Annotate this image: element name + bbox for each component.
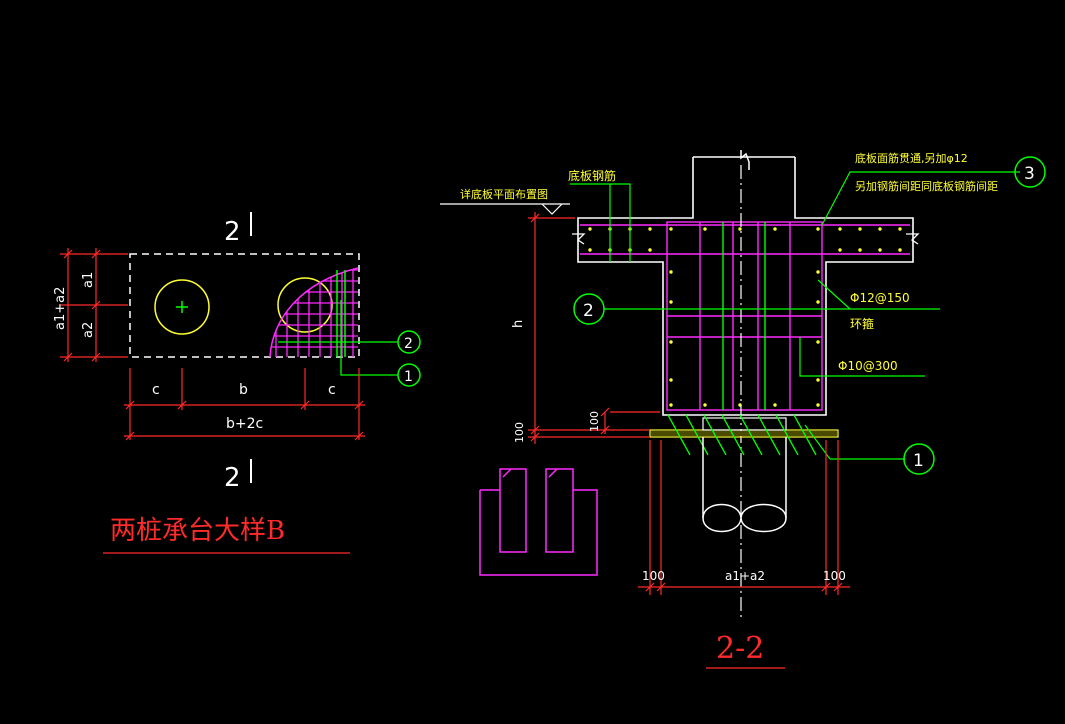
ring-leader bbox=[817, 279, 851, 310]
section-callout-circle-3 bbox=[1014, 156, 1046, 188]
section-callout-circle-1 bbox=[903, 443, 935, 475]
plan-horizontal-dims bbox=[124, 368, 365, 441]
dim-h: h bbox=[511, 320, 526, 328]
break-curve bbox=[269, 267, 359, 358]
callout-circle-1 bbox=[397, 363, 421, 387]
note-line-1: 底板面筋贯通,另加φ12 bbox=[855, 151, 968, 165]
dim-100-a: 100 bbox=[588, 411, 601, 432]
callout-circle-2 bbox=[397, 330, 421, 354]
pile-anchor-bars bbox=[667, 414, 817, 456]
dim-b-plus-2c: b+2c bbox=[226, 416, 263, 432]
leader-1 bbox=[340, 300, 398, 376]
dim-a1: a1 bbox=[81, 272, 96, 288]
section-mark-bottom: 2 bbox=[224, 463, 241, 493]
dim-a2: a2 bbox=[81, 322, 96, 338]
section-bottom-dims bbox=[638, 440, 850, 595]
dim-bottom-right-100: 100 bbox=[823, 569, 846, 583]
section-2-2: 详底板平面布置图 底板钢筋 底板面筋贯通,另加φ12 另加钢筋间距同底板钢筋间距… bbox=[440, 150, 1046, 669]
cap-outline bbox=[129, 253, 360, 358]
section-height-dim bbox=[528, 212, 660, 444]
section-mark-top: 2 bbox=[224, 217, 241, 247]
plan-vertical-dims bbox=[60, 248, 128, 362]
leader-3 bbox=[821, 171, 1020, 226]
pile-section bbox=[702, 437, 787, 533]
pile-left bbox=[154, 279, 210, 335]
stirrup-leader bbox=[799, 337, 925, 377]
ref-level-text: 详底板平面布置图 bbox=[460, 187, 548, 201]
callout-1-text: 1 bbox=[404, 369, 413, 385]
section-callout-2-text: 2 bbox=[583, 301, 594, 321]
pile-right bbox=[277, 277, 333, 333]
bent-bar-sketch bbox=[479, 468, 598, 576]
dim-b: b bbox=[239, 382, 248, 398]
ring-text: 环箍 bbox=[850, 316, 874, 331]
slab-break-right bbox=[906, 233, 920, 245]
ref-level-triangle bbox=[541, 203, 563, 215]
slab-rebar-text: 底板钢筋 bbox=[568, 168, 616, 183]
dim-bottom-left-100: 100 bbox=[642, 569, 665, 583]
pile-cap-plan: 2 2 bbox=[53, 212, 421, 554]
dim-100-b: 100 bbox=[513, 422, 526, 443]
slab-break-left bbox=[572, 233, 586, 245]
section-title: 2-2 bbox=[716, 631, 764, 666]
section-callout-3-text: 3 bbox=[1024, 164, 1035, 184]
column-break bbox=[740, 150, 750, 170]
dim-c-right: c bbox=[328, 382, 336, 398]
slab-rebar-leader bbox=[570, 183, 631, 262]
callout-2-text: 2 bbox=[404, 336, 413, 352]
plan-title: 两桩承台大样B bbox=[110, 516, 285, 546]
dim-a1-plus-a2: a1+a2 bbox=[53, 287, 68, 330]
ring-rebar-text: Φ12@150 bbox=[850, 291, 910, 305]
stirrup-rebar-text: Φ10@300 bbox=[838, 359, 898, 373]
pile-top-block bbox=[702, 417, 787, 431]
cushion-fill bbox=[651, 431, 837, 436]
dim-bottom-mid: a1+a2 bbox=[725, 569, 765, 583]
column-outline bbox=[577, 157, 914, 416]
note-line-2: 另加钢筋间距同底板钢筋间距 bbox=[855, 179, 998, 193]
section-callout-1-text: 1 bbox=[913, 451, 924, 471]
section-rebar bbox=[580, 221, 910, 411]
dim-c-left: c bbox=[152, 382, 160, 398]
